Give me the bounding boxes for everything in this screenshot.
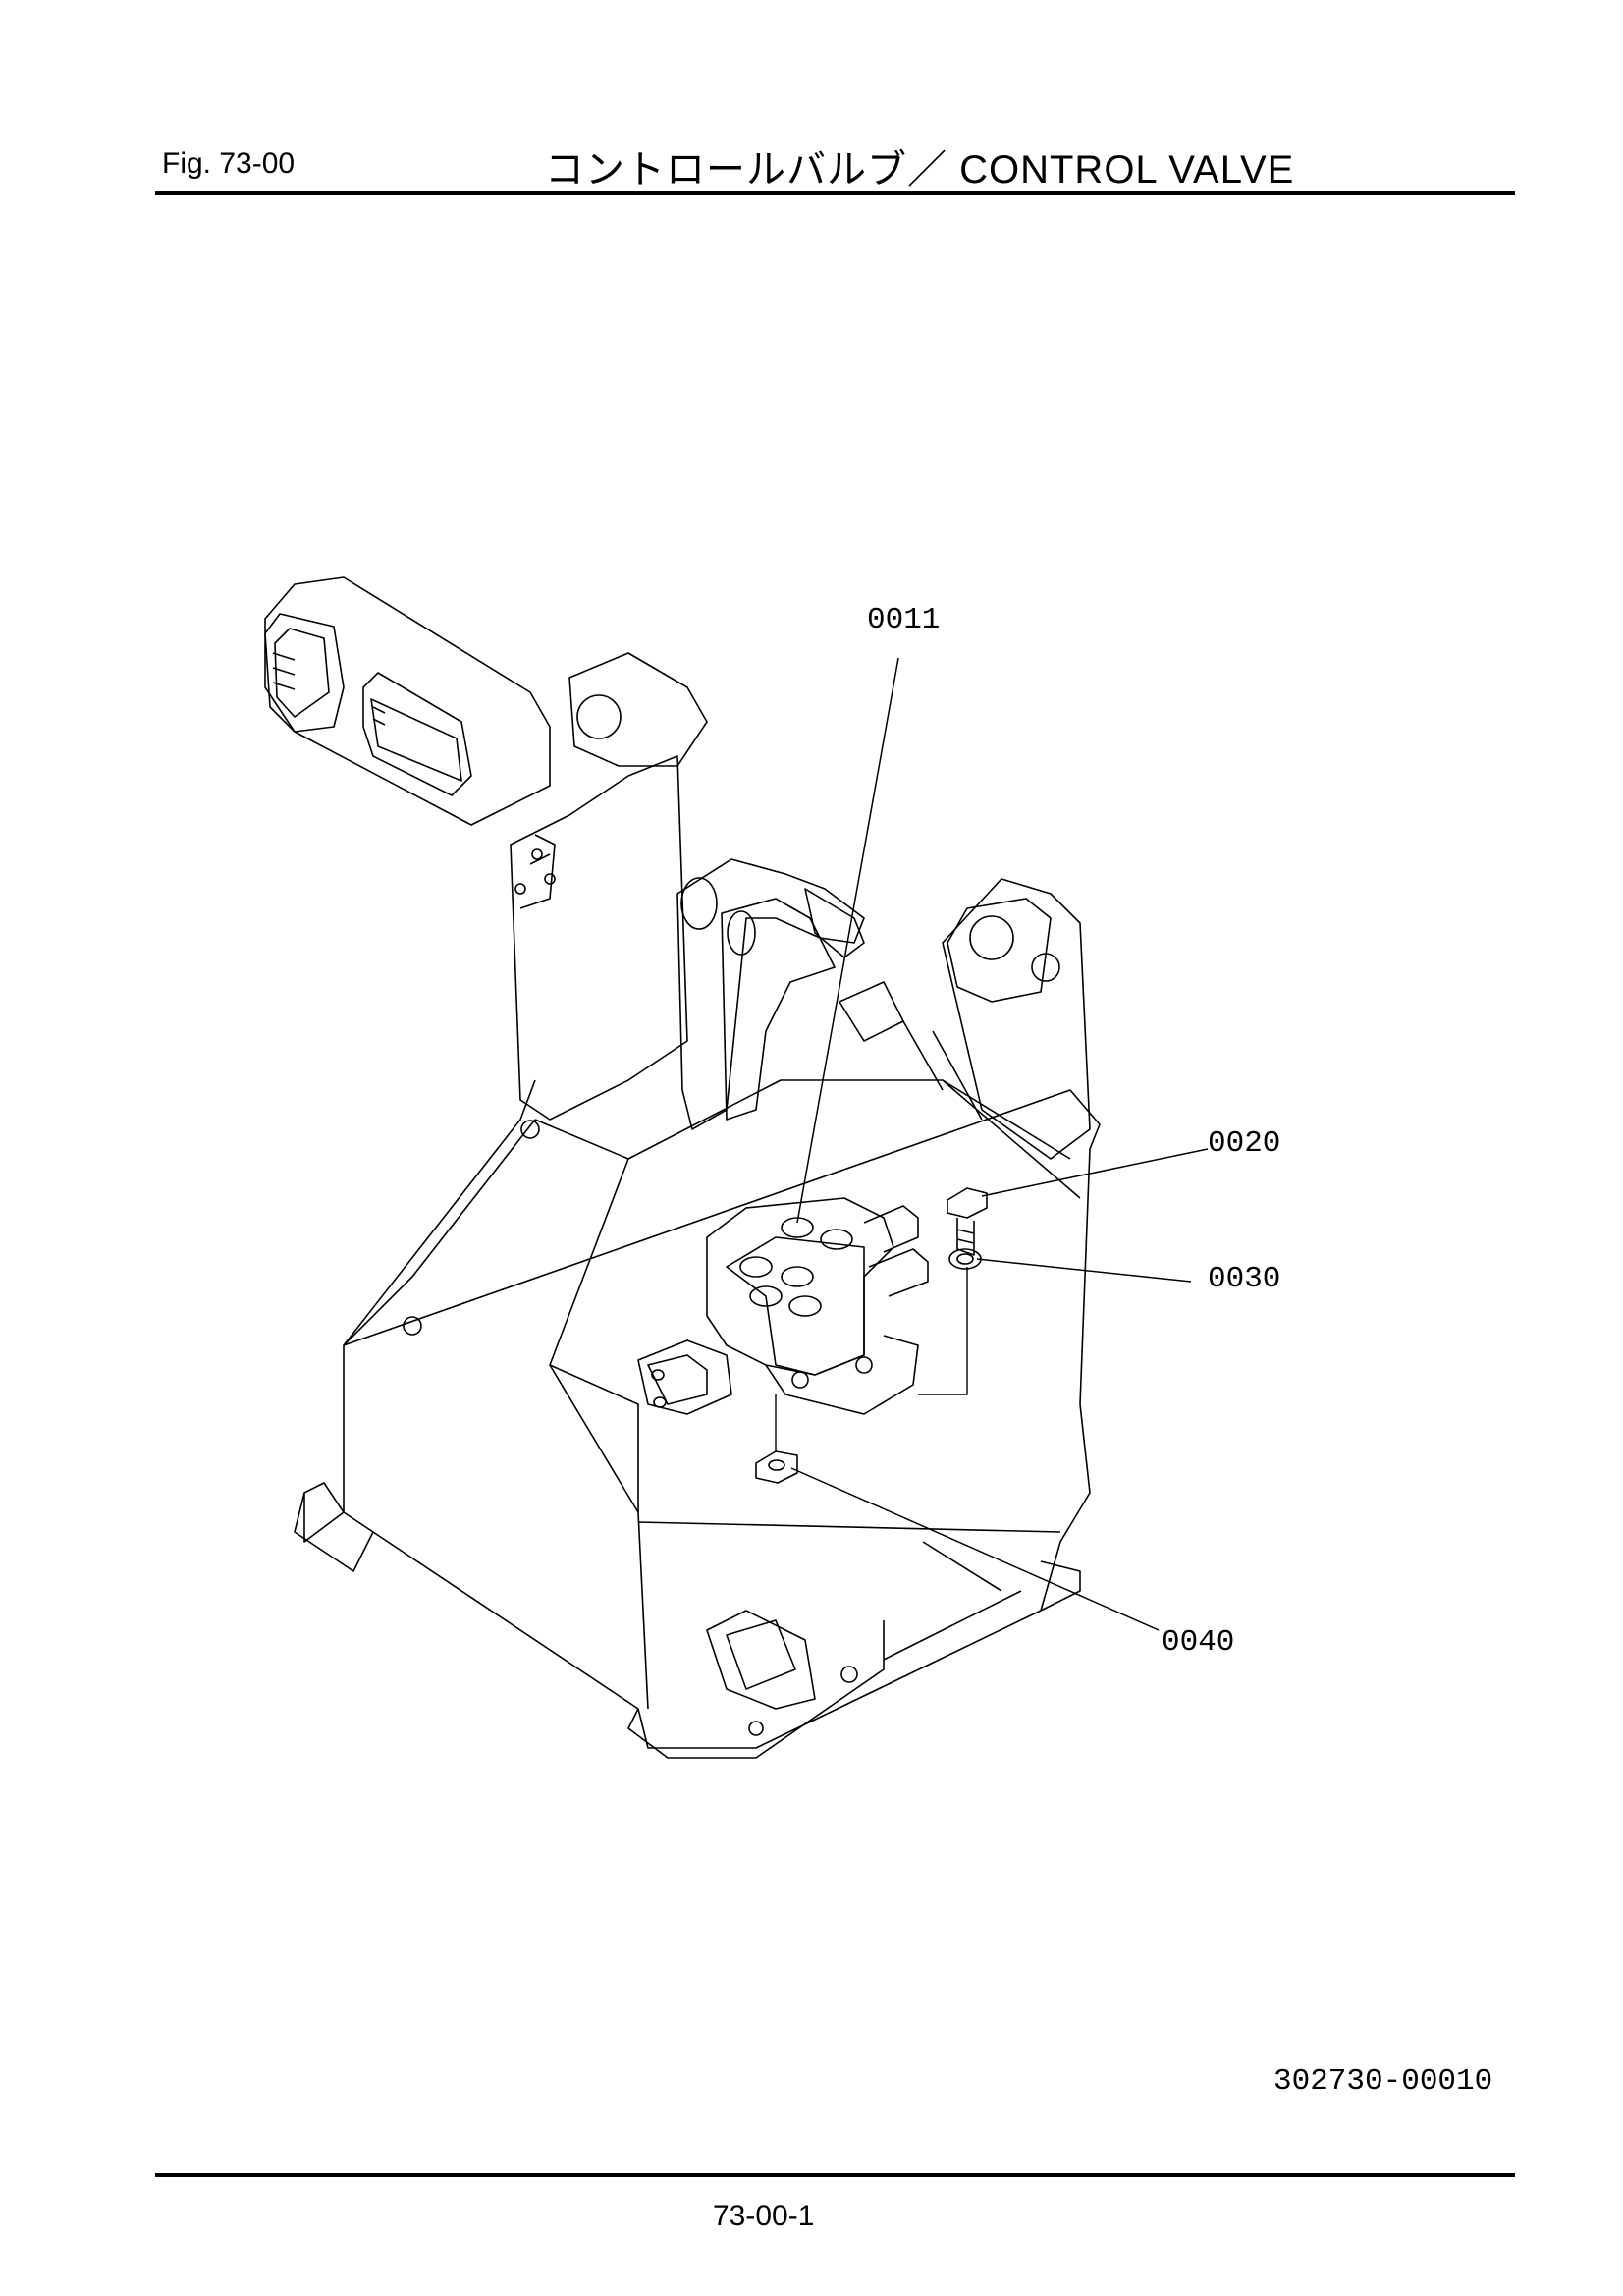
frame-right-tower [902, 878, 1091, 1160]
control-valve-assembly [637, 1197, 929, 1415]
header-rule [155, 191, 1515, 195]
callout-0011: 0011 [867, 603, 941, 637]
callout-0040: 0040 [1162, 1625, 1235, 1660]
callout-0020: 0020 [1208, 1126, 1281, 1161]
nut-0040 [755, 1450, 798, 1484]
document-number: 302730-00010 [1273, 2064, 1493, 2099]
figure-number: Fig. 73-00 [162, 147, 296, 180]
page-title: コントロールバルブ／ CONTROL VALVE [545, 148, 1295, 191]
frame-left-tower [510, 652, 708, 1121]
frame-base-body [294, 1079, 1101, 1759]
callout-0030: 0030 [1208, 1262, 1281, 1296]
footer-rule [155, 2173, 1515, 2177]
page-number: 73-00-1 [713, 2200, 815, 2232]
seat-control-box [264, 576, 551, 826]
bolt-0020 [947, 1187, 988, 1256]
boom-bracket [676, 858, 904, 1130]
